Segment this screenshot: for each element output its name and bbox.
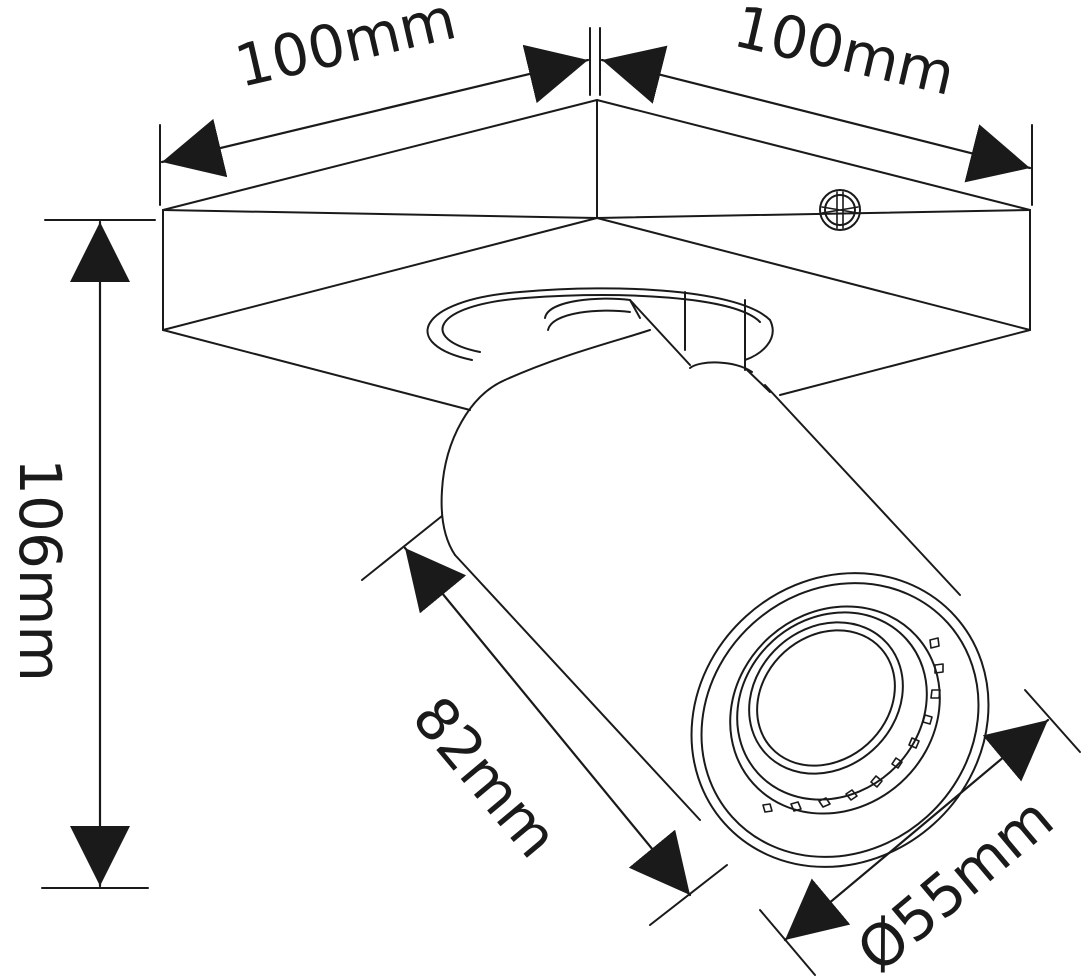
width-dim-arrow xyxy=(160,44,590,178)
box-bottom-front-right xyxy=(596,217,1031,331)
screw-icon xyxy=(819,189,861,231)
box-bottom-right-back xyxy=(779,329,1031,396)
label-length: 82mm xyxy=(399,684,571,871)
body-rear-top xyxy=(504,329,651,381)
mounting-box xyxy=(162,99,1031,411)
box-bottom-front-left xyxy=(162,217,598,331)
length-dim-arrow xyxy=(403,546,692,897)
body-rear-dome xyxy=(440,379,506,556)
lens-teeth xyxy=(762,637,944,813)
box-top-right-edge xyxy=(596,99,1031,211)
label-height: 106mm xyxy=(6,458,74,682)
dimension-arrows xyxy=(70,44,1050,942)
box-bottom-left-back xyxy=(162,329,471,411)
dimension-lines xyxy=(41,27,1081,976)
label-diameter: Ø55mm xyxy=(844,784,1066,978)
depth-dim-arrow xyxy=(600,45,1032,183)
body-upper-edge xyxy=(764,384,961,596)
box-top-left-edge xyxy=(162,99,598,211)
box-front-right-top-edge xyxy=(596,209,1031,219)
diameter-dim-arrow xyxy=(783,718,1050,942)
label-depth: 100mm xyxy=(728,0,961,109)
swivel-joint xyxy=(426,287,774,393)
label-width: 100mm xyxy=(229,0,462,101)
box-front-left-top-edge xyxy=(162,209,598,219)
